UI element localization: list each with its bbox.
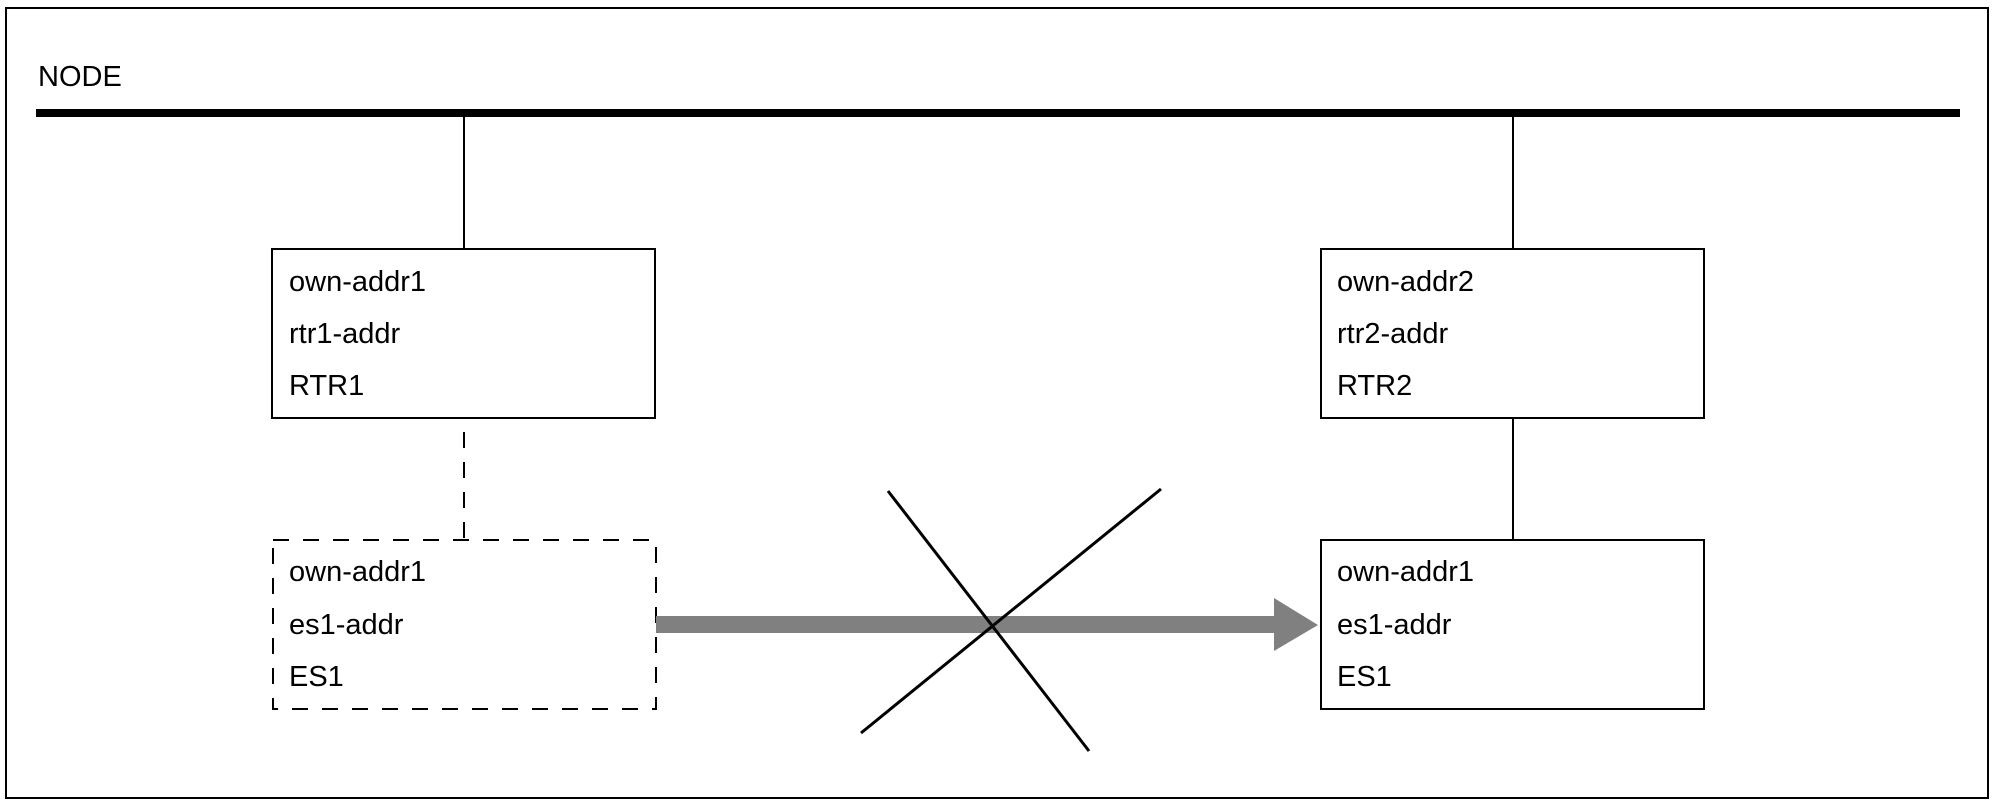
es1-new-es-addr: es1-addr bbox=[1337, 609, 1452, 641]
es1-new-name: ES1 bbox=[1337, 661, 1392, 693]
es1-old-name: ES1 bbox=[289, 661, 344, 693]
rtr2-name: RTR2 bbox=[1337, 370, 1412, 402]
rtr2-box: own-addr2 rtr2-addr RTR2 bbox=[1320, 248, 1705, 419]
rtr1-name: RTR1 bbox=[289, 370, 364, 402]
rtr1-box: own-addr1 rtr1-addr RTR1 bbox=[271, 248, 656, 419]
node-label: NODE bbox=[38, 61, 122, 93]
es1-new-own-addr: own-addr1 bbox=[1337, 556, 1474, 588]
es1-old-own-addr: own-addr1 bbox=[289, 556, 426, 588]
rtr1-own-addr: own-addr1 bbox=[289, 266, 426, 298]
es1-old-box: own-addr1 es1-addr ES1 bbox=[272, 539, 657, 710]
rtr2-rtr-addr: rtr2-addr bbox=[1337, 318, 1449, 350]
rtr1-rtr-addr: rtr1-addr bbox=[289, 318, 401, 350]
es1-old-es-addr: es1-addr bbox=[289, 609, 404, 641]
blocked-x-mark bbox=[860, 487, 1162, 752]
migration-arrow bbox=[656, 598, 1318, 651]
rtr2-own-addr: own-addr2 bbox=[1337, 266, 1474, 298]
es1-new-box: own-addr1 es1-addr ES1 bbox=[1320, 539, 1705, 710]
diagram-frame bbox=[5, 7, 1989, 799]
